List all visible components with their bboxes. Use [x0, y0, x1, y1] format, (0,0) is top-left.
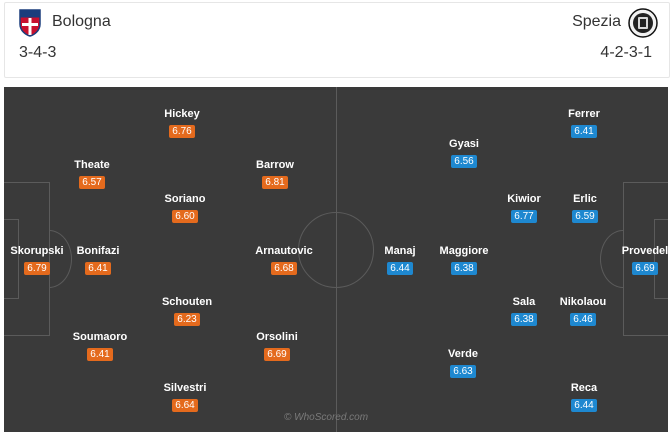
player-name: Erlic [573, 193, 597, 205]
player-rating: 6.44 [571, 399, 597, 412]
player-rating: 6.77 [511, 210, 537, 223]
home-player[interactable]: Soriano 6.60 [150, 192, 220, 224]
player-rating: 6.56 [451, 155, 477, 168]
player-name: Skorupski [10, 245, 64, 257]
player-name: Provedel [621, 245, 668, 257]
away-player[interactable]: Erlic 6.59 [550, 192, 620, 224]
player-name: Barrow [256, 159, 294, 171]
away-player[interactable]: Nikolaou 6.46 [548, 295, 618, 327]
player-name: Theate [74, 159, 110, 171]
player-name: Reca [570, 382, 598, 394]
player-rating: 6.69 [264, 348, 290, 361]
home-player[interactable]: Skorupski 6.79 [4, 244, 72, 276]
home-player[interactable]: Soumaoro 6.41 [65, 330, 135, 362]
player-name: Kiwior [507, 193, 541, 205]
player-name: Ferrer [568, 108, 600, 120]
player-rating: 6.23 [174, 313, 200, 326]
away-penalty-box [623, 182, 668, 336]
player-rating: 6.64 [172, 399, 198, 412]
player-rating: 6.46 [570, 313, 596, 326]
player-rating: 6.38 [451, 262, 477, 275]
home-player[interactable]: Hickey 6.76 [147, 107, 217, 139]
away-player[interactable]: Reca 6.44 [549, 381, 619, 413]
away-player[interactable]: Provedel 6.69 [610, 244, 668, 276]
match-header: Bologna 3-4-3 Spezia 4-2-3-1 [0, 0, 672, 86]
player-name: Soriano [164, 193, 206, 205]
player-name: Gyasi [449, 138, 479, 150]
bologna-crest-icon [19, 9, 41, 37]
player-rating: 6.81 [262, 176, 288, 189]
home-player[interactable]: Silvestri 6.64 [150, 381, 220, 413]
away-player[interactable]: Kiwior 6.77 [489, 192, 559, 224]
player-name: Manaj [384, 245, 416, 257]
player-rating: 6.79 [24, 262, 50, 275]
pitch: Skorupski 6.79 Bonifazi 6.41 Theate 6.57… [4, 87, 668, 432]
away-player[interactable]: Sala 6.38 [489, 295, 559, 327]
player-name: Soumaoro [72, 331, 128, 343]
player-rating: 6.44 [387, 262, 413, 275]
watermark: © WhoScored.com [284, 412, 369, 423]
away-team-name[interactable]: Spezia [572, 13, 621, 30]
header-box [4, 2, 670, 78]
spezia-crest-icon [628, 8, 658, 38]
player-name: Bonifazi [76, 245, 120, 257]
player-rating: 6.41 [571, 125, 597, 138]
home-player[interactable]: Bonifazi 6.41 [63, 244, 133, 276]
home-player[interactable]: Theate 6.57 [57, 158, 127, 190]
home-player[interactable]: Orsolini 6.69 [242, 330, 312, 362]
home-six-yard-box [4, 219, 19, 299]
away-player[interactable]: Manaj 6.44 [365, 244, 435, 276]
away-player[interactable]: Maggiore 6.38 [429, 244, 499, 276]
center-circle [298, 212, 374, 288]
away-formation: 4-2-3-1 [600, 44, 652, 61]
home-player[interactable]: Barrow 6.81 [240, 158, 310, 190]
player-name: Verde [448, 348, 478, 360]
player-name: Schouten [161, 296, 213, 308]
player-rating: 6.68 [271, 262, 297, 275]
home-player[interactable]: Arnautovic 6.68 [249, 244, 319, 276]
away-player[interactable]: Verde 6.63 [428, 347, 498, 379]
away-player[interactable]: Ferrer 6.41 [549, 107, 619, 139]
player-rating: 6.38 [511, 313, 537, 326]
player-rating: 6.63 [450, 365, 476, 378]
player-name: Nikolaou [559, 296, 607, 308]
player-name: Hickey [164, 108, 200, 120]
player-rating: 6.41 [87, 348, 113, 361]
player-name: Silvestri [163, 382, 207, 394]
player-name: Arnautovic [255, 245, 313, 257]
away-six-yard-box [654, 219, 668, 299]
player-name: Orsolini [256, 331, 298, 343]
player-name: Maggiore [439, 245, 489, 257]
player-rating: 6.76 [169, 125, 195, 138]
away-player[interactable]: Gyasi 6.56 [429, 137, 499, 169]
player-rating: 6.69 [632, 262, 658, 275]
home-player[interactable]: Schouten 6.23 [152, 295, 222, 327]
player-rating: 6.41 [85, 262, 111, 275]
player-rating: 6.57 [79, 176, 105, 189]
home-formation: 3-4-3 [19, 44, 57, 61]
player-name: Sala [512, 296, 536, 308]
player-rating: 6.60 [172, 210, 198, 223]
player-rating: 6.59 [572, 210, 598, 223]
home-team-name[interactable]: Bologna [52, 13, 111, 30]
